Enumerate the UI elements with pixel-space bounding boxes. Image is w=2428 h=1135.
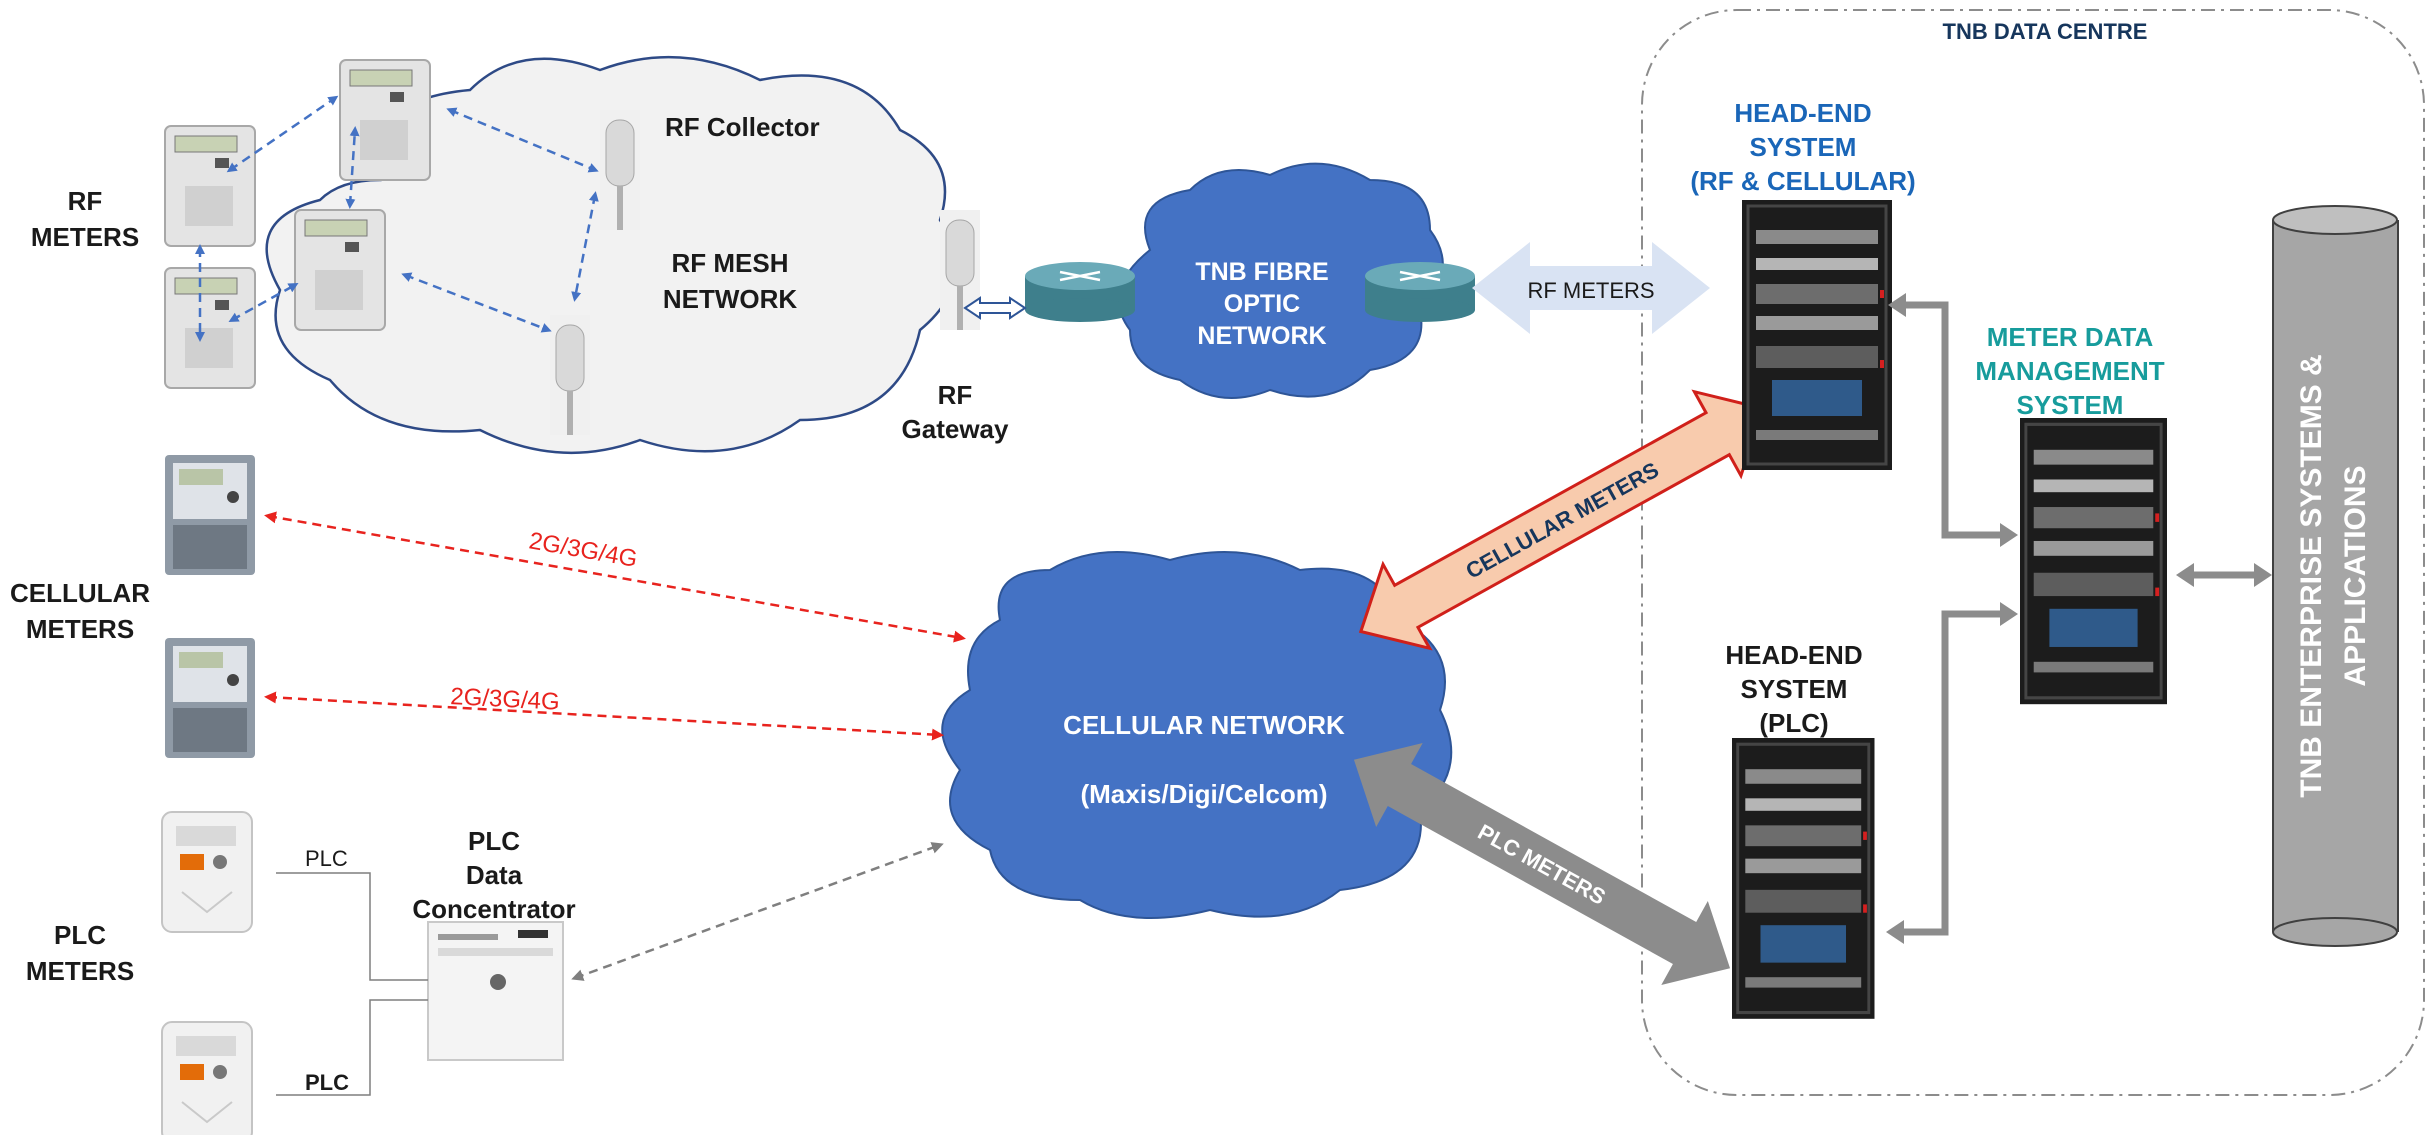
plc-wires [276,872,428,1096]
rf-meters-arrow [1472,242,1710,334]
rf-gateway-label-line-1: RF [938,380,973,410]
cellular-meter-1 [165,455,255,575]
plc-meter-2 [161,1021,253,1135]
head-end-rf-label-line-3: (RF & CELLULAR) [1690,166,1915,196]
head-end-plc-rack [1730,736,1877,1021]
rf-gateway-label-line-2: Gateway [902,414,1009,444]
mdm-rack [2018,416,2169,706]
rf-meters-arrow-label: RF METERS [1527,278,1654,303]
head-end-rf-label-line-1: HEAD-END [1734,98,1871,128]
concentrator-cellular-link [571,842,944,981]
rf-meters-label-line-2: METERS [31,222,139,252]
mdm-label-line-3: SYSTEM [2017,390,2124,420]
enterprise-label-line-1: TNB ENTERPRISE SYSTEMS & [2295,354,2328,797]
rf-collector-label: RF Collector [665,112,820,142]
rf-mesh-cloud [265,55,958,455]
system-connectors [1900,301,2255,936]
cellular-network-label: CELLULAR NETWORK [1063,710,1345,740]
cellular-meters-label-line-1: CELLULAR [10,578,150,608]
plc-wire-label-2: PLC [305,1070,349,1095]
mdm-label-line-2: MANAGEMENT [1975,356,2164,386]
system-connector-heads [1886,293,2272,944]
plc-concentrator-label-line-1: PLC [468,826,520,856]
rf-meter-2 [164,267,256,389]
cellular-meters-label-line-2: METERS [26,614,134,644]
enterprise-label-line-2: APPLICATIONS [2339,465,2372,686]
fibre-label-line-3: NETWORK [1197,322,1326,350]
head-end-plc-label-line-2: SYSTEM [1741,674,1848,704]
cellular-link-1-label: 2G/3G/4G [527,527,639,573]
router-left [1023,260,1137,324]
rf-meter-1 [164,125,256,247]
plc-wire-label-1: PLC [305,846,348,871]
head-end-plc-label-line-3: (PLC) [1759,708,1828,738]
plc-meters-label-line-1: PLC [54,920,106,950]
plc-concentrator-label-line-2: Data [466,860,523,890]
head-end-rf-rack [1740,198,1894,472]
rf-mesh-label-line-2: NETWORK [663,284,798,314]
plc-meters-label-line-2: METERS [26,956,134,986]
fibre-label-line-1: TNB FIBRE [1195,258,1328,286]
enterprise-cylinder [2272,205,2399,947]
rf-meters-label-line-1: RF [68,186,103,216]
rf-mesh-label-line-1: RF MESH [672,248,789,278]
plc-concentrator-label-line-3: Concentrator [412,894,575,924]
cellular-link-1 [264,511,966,643]
rf-meter-3 [339,59,431,181]
cellular-operators-label: (Maxis/Digi/Celcom) [1080,779,1327,809]
cellular-meters-arrow-label: CELLULAR METERS [1462,457,1663,584]
fibre-label-line-2: OPTIC [1224,290,1300,318]
mdm-label-line-1: METER DATA [1987,322,2154,352]
rf-collector-antenna-2 [549,314,591,436]
rf-mesh-links [195,95,599,342]
gateway-router-link [963,296,1027,320]
cellular-link-2-label: 2G/3G/4G [450,683,561,716]
cellular-meter-2 [165,638,255,758]
data-centre-title: TNB DATA CENTRE [1943,19,2148,44]
plc-data-concentrator [427,921,564,1061]
rf-collector-antenna-1 [599,109,641,231]
data-centre-boundary [1641,9,2425,1096]
head-end-rf-label-line-2: SYSTEM [1750,132,1857,162]
plc-meter-1 [161,811,253,933]
head-end-plc-label-line-1: HEAD-END [1725,640,1862,670]
rf-meter-4 [294,209,386,331]
cellular-link-2 [264,691,944,741]
cellular-network-cloud [941,551,1453,919]
cellular-meters-arrow: CELLULAR METERS [1358,389,1766,651]
enterprise-label: TNB ENTERPRISE SYSTEMS & APPLICATIONS [2295,354,2372,797]
router-right [1363,260,1477,324]
